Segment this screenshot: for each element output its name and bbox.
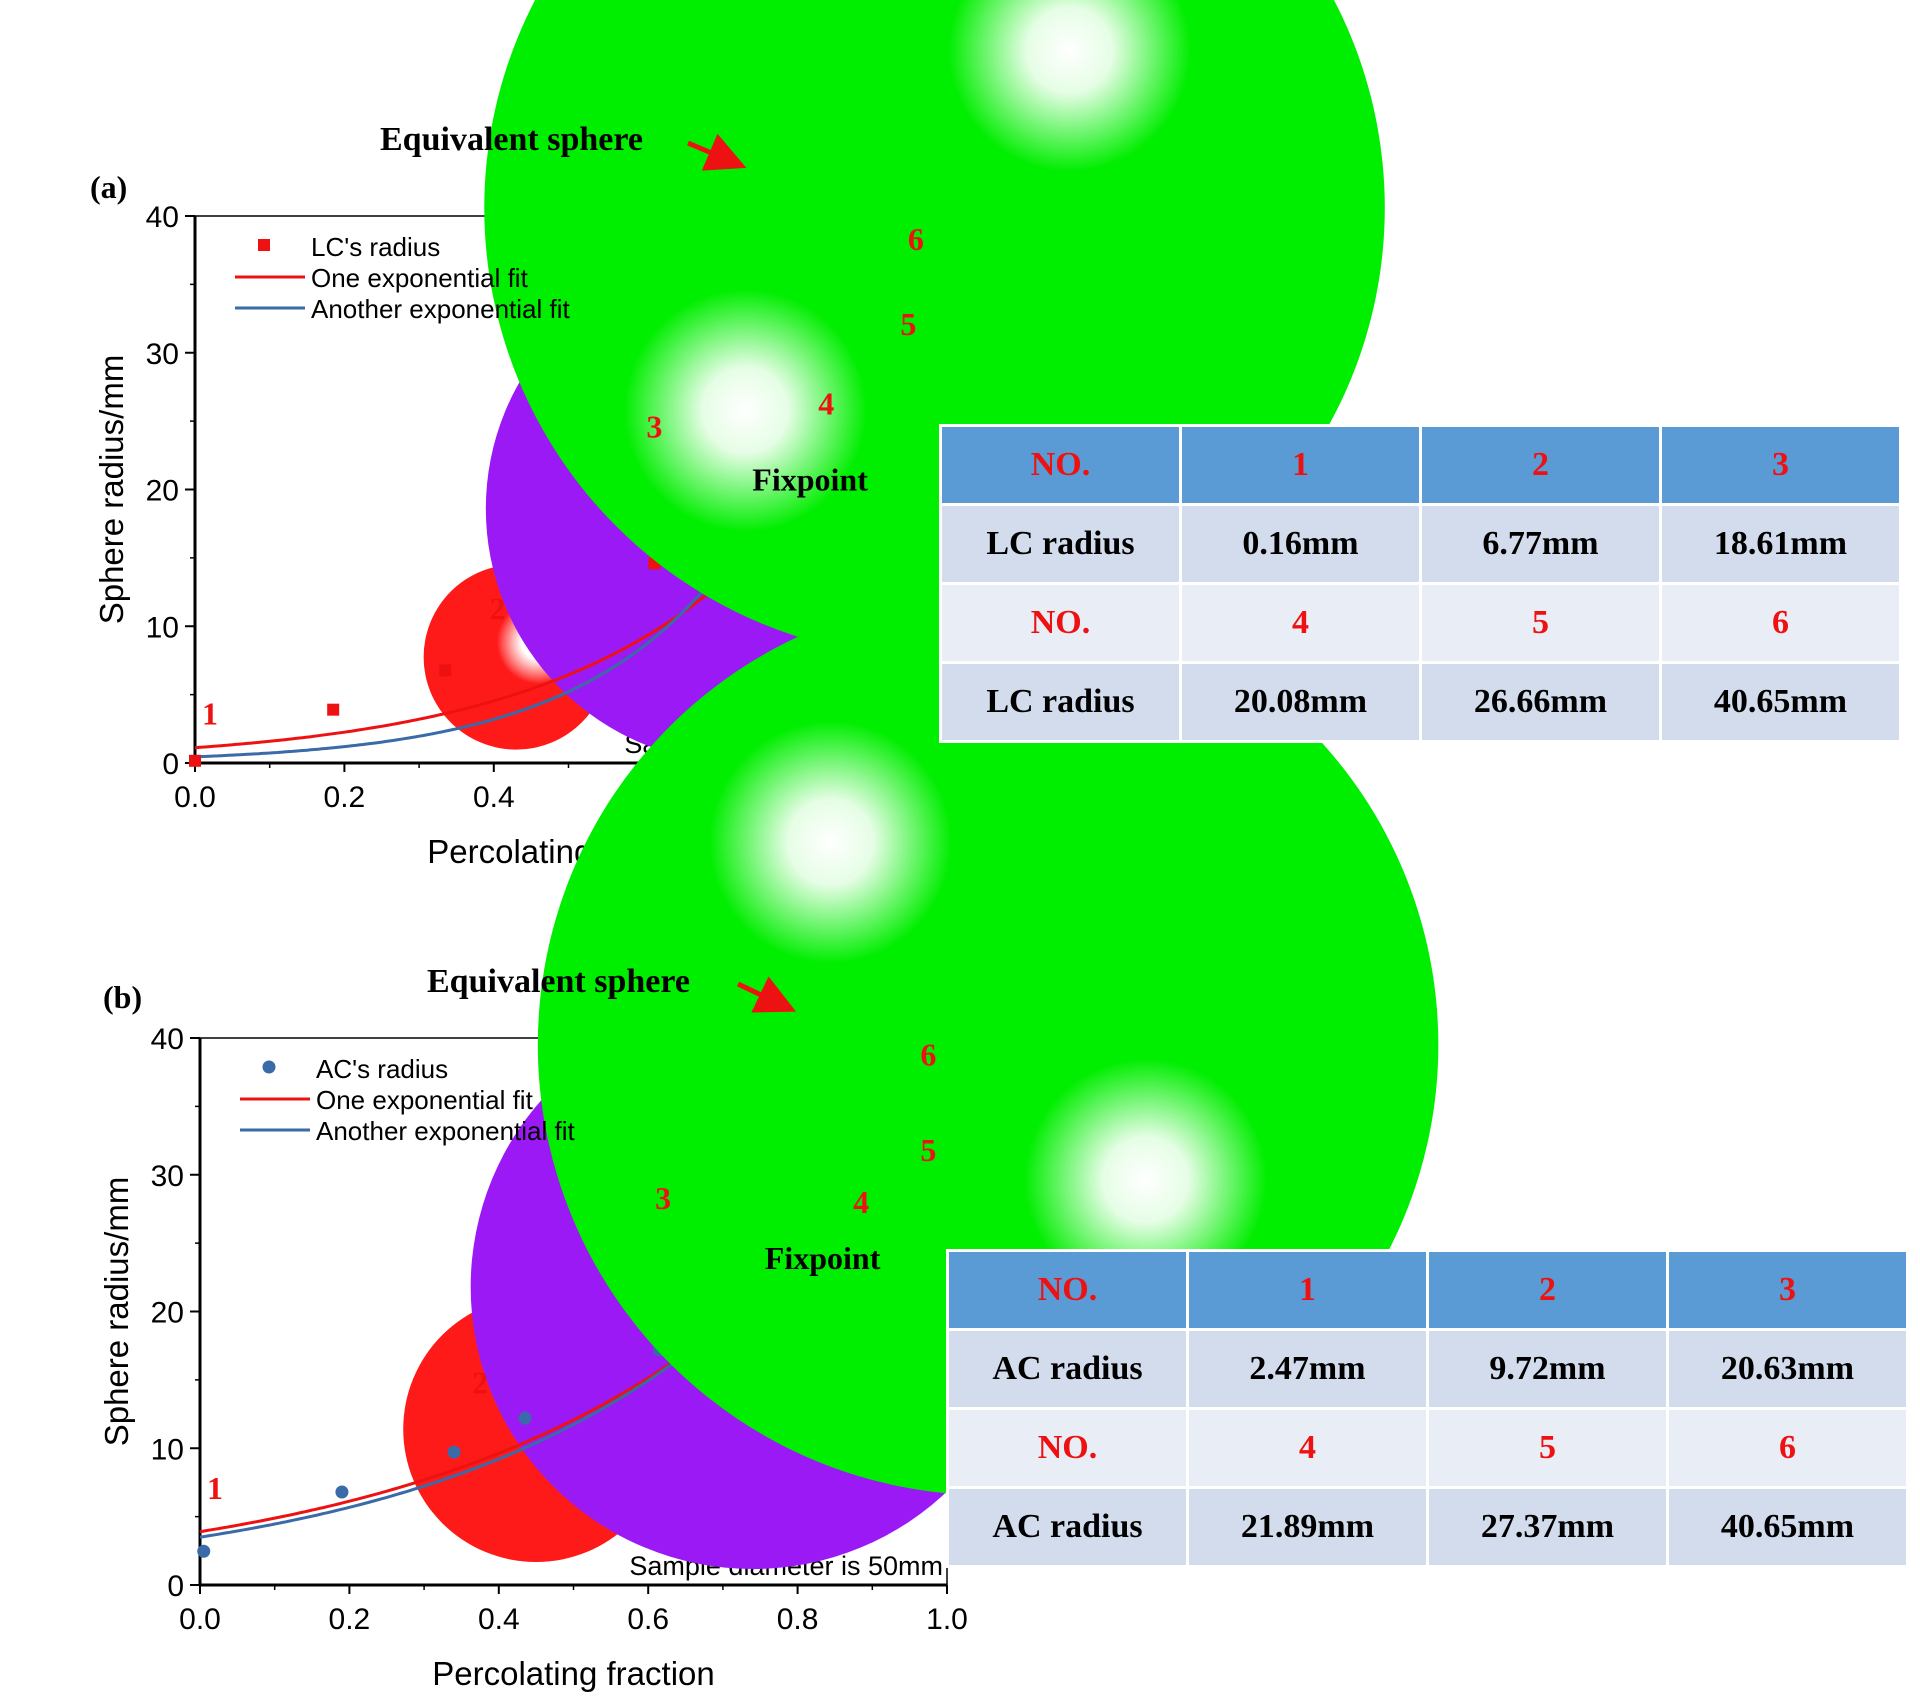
y-tick-label: 10	[146, 611, 179, 644]
sphere-highlight	[1024, 1058, 1268, 1302]
table-b-cell: 2.47mm	[1189, 1331, 1426, 1407]
y-tick-label: 20	[146, 475, 179, 508]
x-axis-label: Percolating fraction	[432, 1655, 714, 1692]
y-tick-label: 30	[146, 338, 179, 371]
legend-marker	[262, 1060, 276, 1074]
y-axis-label: Sphere radius/mm	[98, 1177, 135, 1447]
table-a-header-4: 4	[1182, 585, 1419, 661]
table-b-cell: 20.63mm	[1669, 1331, 1906, 1407]
x-tick-label: 0.4	[478, 1603, 520, 1636]
y-tick-label: 30	[151, 1160, 184, 1193]
legend-entry: One exponential fit	[311, 263, 529, 293]
legend-entry: Another exponential fit	[311, 294, 571, 324]
table-a-header-no: NO.	[942, 427, 1179, 503]
data-point	[189, 754, 201, 767]
table-a-header-2: 2	[1422, 427, 1659, 503]
table-a-header-6: 6	[1662, 585, 1899, 661]
table-a-row-label: LC radius	[942, 506, 1179, 582]
y-tick-label: 0	[167, 1570, 184, 1603]
table-b-header-no: NO.	[949, 1410, 1186, 1486]
table-b-header-2: 2	[1429, 1252, 1666, 1328]
y-tick-label: 40	[146, 201, 179, 234]
equivalent-sphere-callout: Equivalent sphere	[380, 121, 643, 158]
x-tick-label: 0.4	[473, 781, 515, 814]
data-point	[447, 1445, 461, 1459]
y-tick-label: 20	[151, 1297, 184, 1330]
table-b-row-label: AC radius	[949, 1331, 1186, 1407]
point-number-label: 5	[920, 1132, 936, 1168]
legend-entry: One exponential fit	[316, 1085, 534, 1115]
x-tick-label: 0.2	[324, 781, 366, 814]
y-tick-label: 10	[151, 1433, 184, 1466]
panel-label: (a)	[90, 169, 127, 205]
x-tick-label: 0.0	[174, 781, 216, 814]
point-number-label: 6	[908, 221, 924, 257]
table-b-header-4: 4	[1189, 1410, 1426, 1486]
table-a-row-label: LC radius	[942, 664, 1179, 740]
point-number-label: 5	[900, 306, 916, 342]
table-a-cell: 18.61mm	[1662, 506, 1899, 582]
table-a-cell: 6.77mm	[1422, 506, 1659, 582]
point-number-label: 6	[920, 1036, 936, 1072]
x-tick-label: 0.2	[329, 1603, 371, 1636]
table-b-cell: 40.65mm	[1669, 1489, 1906, 1565]
legend-entry: Another exponential fit	[316, 1116, 576, 1146]
table-a-cell: 26.66mm	[1422, 664, 1659, 740]
point-number-label: 1	[202, 696, 218, 732]
y-tick-label: 0	[162, 748, 179, 781]
y-axis-label: Sphere radius/mm	[93, 355, 130, 625]
point-number-label: 3	[646, 409, 662, 445]
data-point	[197, 1544, 211, 1558]
x-tick-label: 0.6	[627, 1603, 669, 1636]
table-a-header-no: NO.	[942, 585, 1179, 661]
point-number-label: 1	[207, 1470, 223, 1506]
table-b-header-3: 3	[1669, 1252, 1906, 1328]
point-number-label: 4	[853, 1184, 869, 1220]
table-a-header-5: 5	[1422, 585, 1659, 661]
sphere-highlight	[948, 0, 1192, 172]
legend-entry: AC's radius	[316, 1054, 448, 1084]
legend-marker	[258, 239, 270, 251]
table-a-cell: 20.08mm	[1182, 664, 1419, 740]
y-tick-label: 40	[151, 1023, 184, 1056]
table-lc-radius: NO. 1 2 3 LC radius 0.16mm 6.77mm 18.61m…	[939, 424, 1902, 743]
table-a-header-3: 3	[1662, 427, 1899, 503]
table-b-header-1: 1	[1189, 1252, 1426, 1328]
equivalent-sphere-callout: Equivalent sphere	[427, 963, 690, 1000]
sphere-highlight	[708, 720, 953, 964]
table-b-cell: 21.89mm	[1189, 1489, 1426, 1565]
table-b-cell: 9.72mm	[1429, 1331, 1666, 1407]
data-point	[327, 703, 340, 716]
callout-arrow	[687, 133, 747, 171]
table-ac-radius: NO. 1 2 3 AC radius 2.47mm 9.72mm 20.63m…	[946, 1249, 1909, 1568]
table-b-cell: 27.37mm	[1429, 1489, 1666, 1565]
table-b-row-label: AC radius	[949, 1489, 1186, 1565]
fixpoint-label: Fixpoint	[752, 462, 868, 498]
x-tick-label: 0.8	[777, 1603, 819, 1636]
point-number-label: 2	[490, 590, 506, 626]
point-number-label: 4	[818, 385, 834, 421]
callout-arrow	[736, 976, 797, 1013]
point-number-label: 3	[655, 1180, 671, 1216]
table-a-cell: 40.65mm	[1662, 664, 1899, 740]
data-point	[439, 664, 452, 677]
panel-label: (b)	[103, 979, 142, 1015]
sphere-highlight	[623, 288, 867, 532]
table-b-header-5: 5	[1429, 1410, 1666, 1486]
x-tick-label: 0.0	[179, 1603, 221, 1636]
data-point	[335, 1485, 349, 1499]
x-tick-label: 1.0	[926, 1603, 968, 1636]
table-b-header-6: 6	[1669, 1410, 1906, 1486]
table-b-header-no: NO.	[949, 1252, 1186, 1328]
legend-entry: LC's radius	[311, 232, 440, 262]
table-a-header-1: 1	[1182, 427, 1419, 503]
fixpoint-label: Fixpoint	[765, 1240, 881, 1276]
data-point	[518, 1411, 532, 1425]
table-a-cell: 0.16mm	[1182, 506, 1419, 582]
point-number-label: 2	[472, 1365, 488, 1401]
